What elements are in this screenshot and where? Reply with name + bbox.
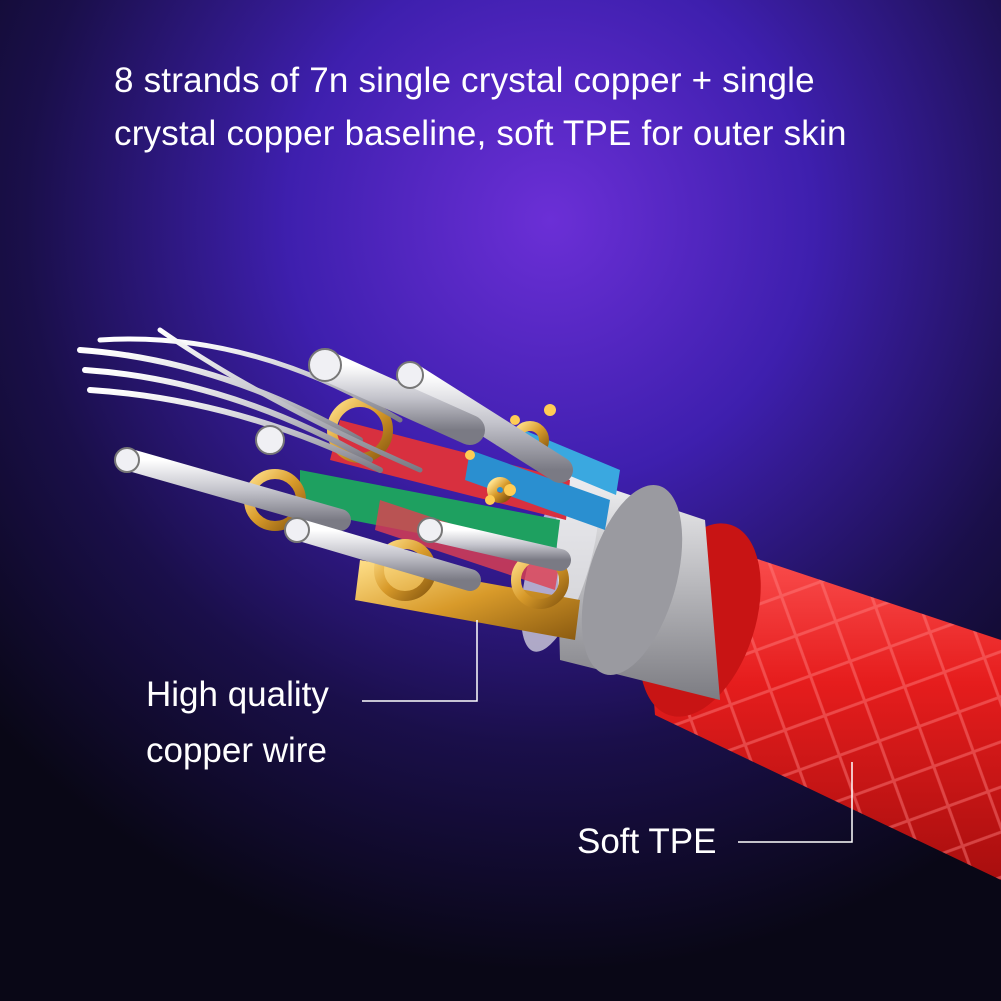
strand-ends [114, 348, 443, 543]
headline-line-1: 8 strands of 7n single crystal copper + … [114, 61, 815, 100]
copper-callout-line-1: High quality [146, 675, 329, 714]
headline: 8 strands of 7n single crystal copper + … [114, 54, 974, 160]
soft-tpe-callout: Soft TPE [577, 814, 716, 870]
silver-strands [77, 327, 573, 591]
headline-line-2: crystal copper baseline, soft TPE for ou… [114, 114, 847, 153]
copper-wire-callout: High quality copper wire [146, 667, 329, 779]
colored-strand-tips [465, 404, 556, 505]
tpe-callout-label: Soft TPE [577, 822, 717, 861]
copper-callout-line-2: copper wire [146, 731, 327, 770]
